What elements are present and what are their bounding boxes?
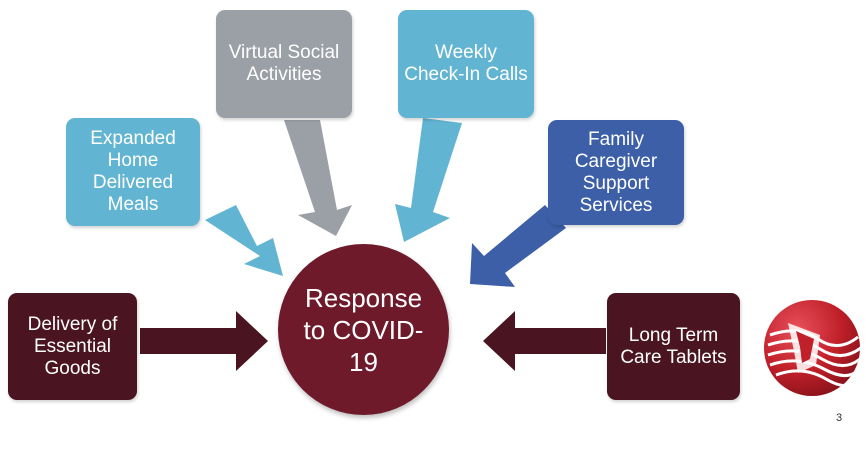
node-label: Family Caregiver Support Services bbox=[574, 128, 658, 216]
red-globe-logo-icon bbox=[764, 300, 860, 396]
page-number: 3 bbox=[836, 412, 843, 424]
node-label: Weekly Check-In Calls bbox=[404, 42, 528, 85]
arrow-virtual-social bbox=[284, 120, 352, 236]
node-ltc-tablets: Long Term Care Tablets bbox=[607, 293, 740, 400]
arrow-ltc-tablets bbox=[483, 311, 606, 371]
arrow-expanded-meals bbox=[205, 205, 283, 276]
arrow-delivery-goods bbox=[140, 311, 268, 371]
node-expanded-home-meals: Expanded Home Delivered Meals bbox=[66, 118, 200, 226]
node-label: Expanded Home Delivered Meals bbox=[90, 128, 176, 215]
arrow-family-caregiver bbox=[470, 205, 566, 287]
center-circle: Response to COVID-19 bbox=[278, 244, 449, 415]
node-virtual-social: Virtual Social Activities bbox=[216, 10, 352, 118]
node-label: Long Term Care Tablets bbox=[620, 324, 727, 368]
arrow-weekly-checkin bbox=[395, 118, 462, 242]
node-delivery-essential-goods: Delivery of Essential Goods bbox=[8, 293, 137, 400]
node-weekly-checkin: Weekly Check-In Calls bbox=[398, 10, 534, 118]
node-family-caregiver: Family Caregiver Support Services bbox=[548, 120, 684, 225]
node-label: Virtual Social Activities bbox=[228, 42, 340, 85]
node-label: Delivery of Essential Goods bbox=[27, 313, 118, 379]
center-label: Response to COVID-19 bbox=[303, 282, 424, 377]
